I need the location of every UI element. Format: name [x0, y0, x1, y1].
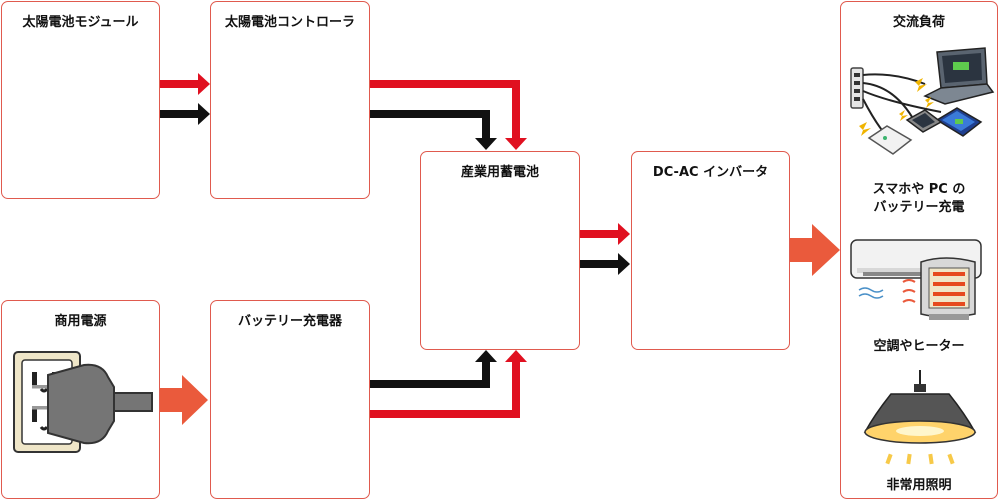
solar-module-box: 太陽電池モジュール [1, 1, 160, 199]
storage-battery-label: 産業用蓄電池 [460, 165, 539, 180]
ac-load-label: 交流負荷 [892, 15, 945, 30]
grid-power-box: 商用電源 [1, 300, 160, 499]
dc-negative-arrow-charger-battery [370, 350, 497, 388]
ac-load-box: 交流負荷 [840, 1, 998, 499]
inverter-box: DC-AC インバータ [631, 151, 790, 350]
solar-controller-box: 太陽電池コントローラ [210, 1, 370, 199]
battery-charger-label: バッテリー充電器 [237, 314, 342, 329]
usb-hub-icon [850, 67, 864, 109]
device-charging-icon [850, 47, 995, 155]
dc-negative-arrow-controller-battery [370, 110, 497, 150]
battery-charger-box: バッテリー充電器 [210, 300, 370, 499]
dc-negative-arrow-battery-inverter [580, 253, 630, 275]
laptop-icon [923, 47, 995, 105]
solar-controller-label: 太陽電池コントローラ [224, 15, 355, 30]
solar-module-label: 太陽電池モジュール [22, 15, 139, 30]
heater-icon [902, 257, 976, 320]
dc-positive-arrow-charger-battery [370, 350, 527, 418]
ac-arrow-inverter-load [790, 224, 840, 276]
grid-power-label: 商用電源 [54, 314, 107, 329]
pendant-lamp-icon [863, 370, 977, 465]
tablet-icon [905, 109, 943, 133]
inverter-label: DC-AC インバータ [652, 165, 769, 180]
aircon-heater-caption: 空調やヒーター [873, 339, 965, 354]
charging-caption-line1: スマホや PC の [872, 182, 966, 197]
emergency-light-caption: 非常用照明 [886, 478, 952, 493]
storage-battery-box: 産業用蓄電池 [420, 151, 580, 350]
aircon-heater-icon [850, 239, 982, 320]
power-bank-icon [867, 125, 913, 155]
dc-negative-arrow-module-controller [160, 103, 210, 125]
dc-positive-arrow-controller-battery [370, 80, 527, 150]
smartphone-icon [935, 107, 983, 137]
dc-positive-arrow-battery-inverter [580, 223, 630, 245]
charging-caption-line2: バッテリー充電 [873, 200, 965, 215]
dc-positive-arrow-module-controller [160, 73, 210, 95]
outlet-plug-icon [13, 351, 153, 453]
ac-arrow-grid-charger [160, 375, 208, 425]
